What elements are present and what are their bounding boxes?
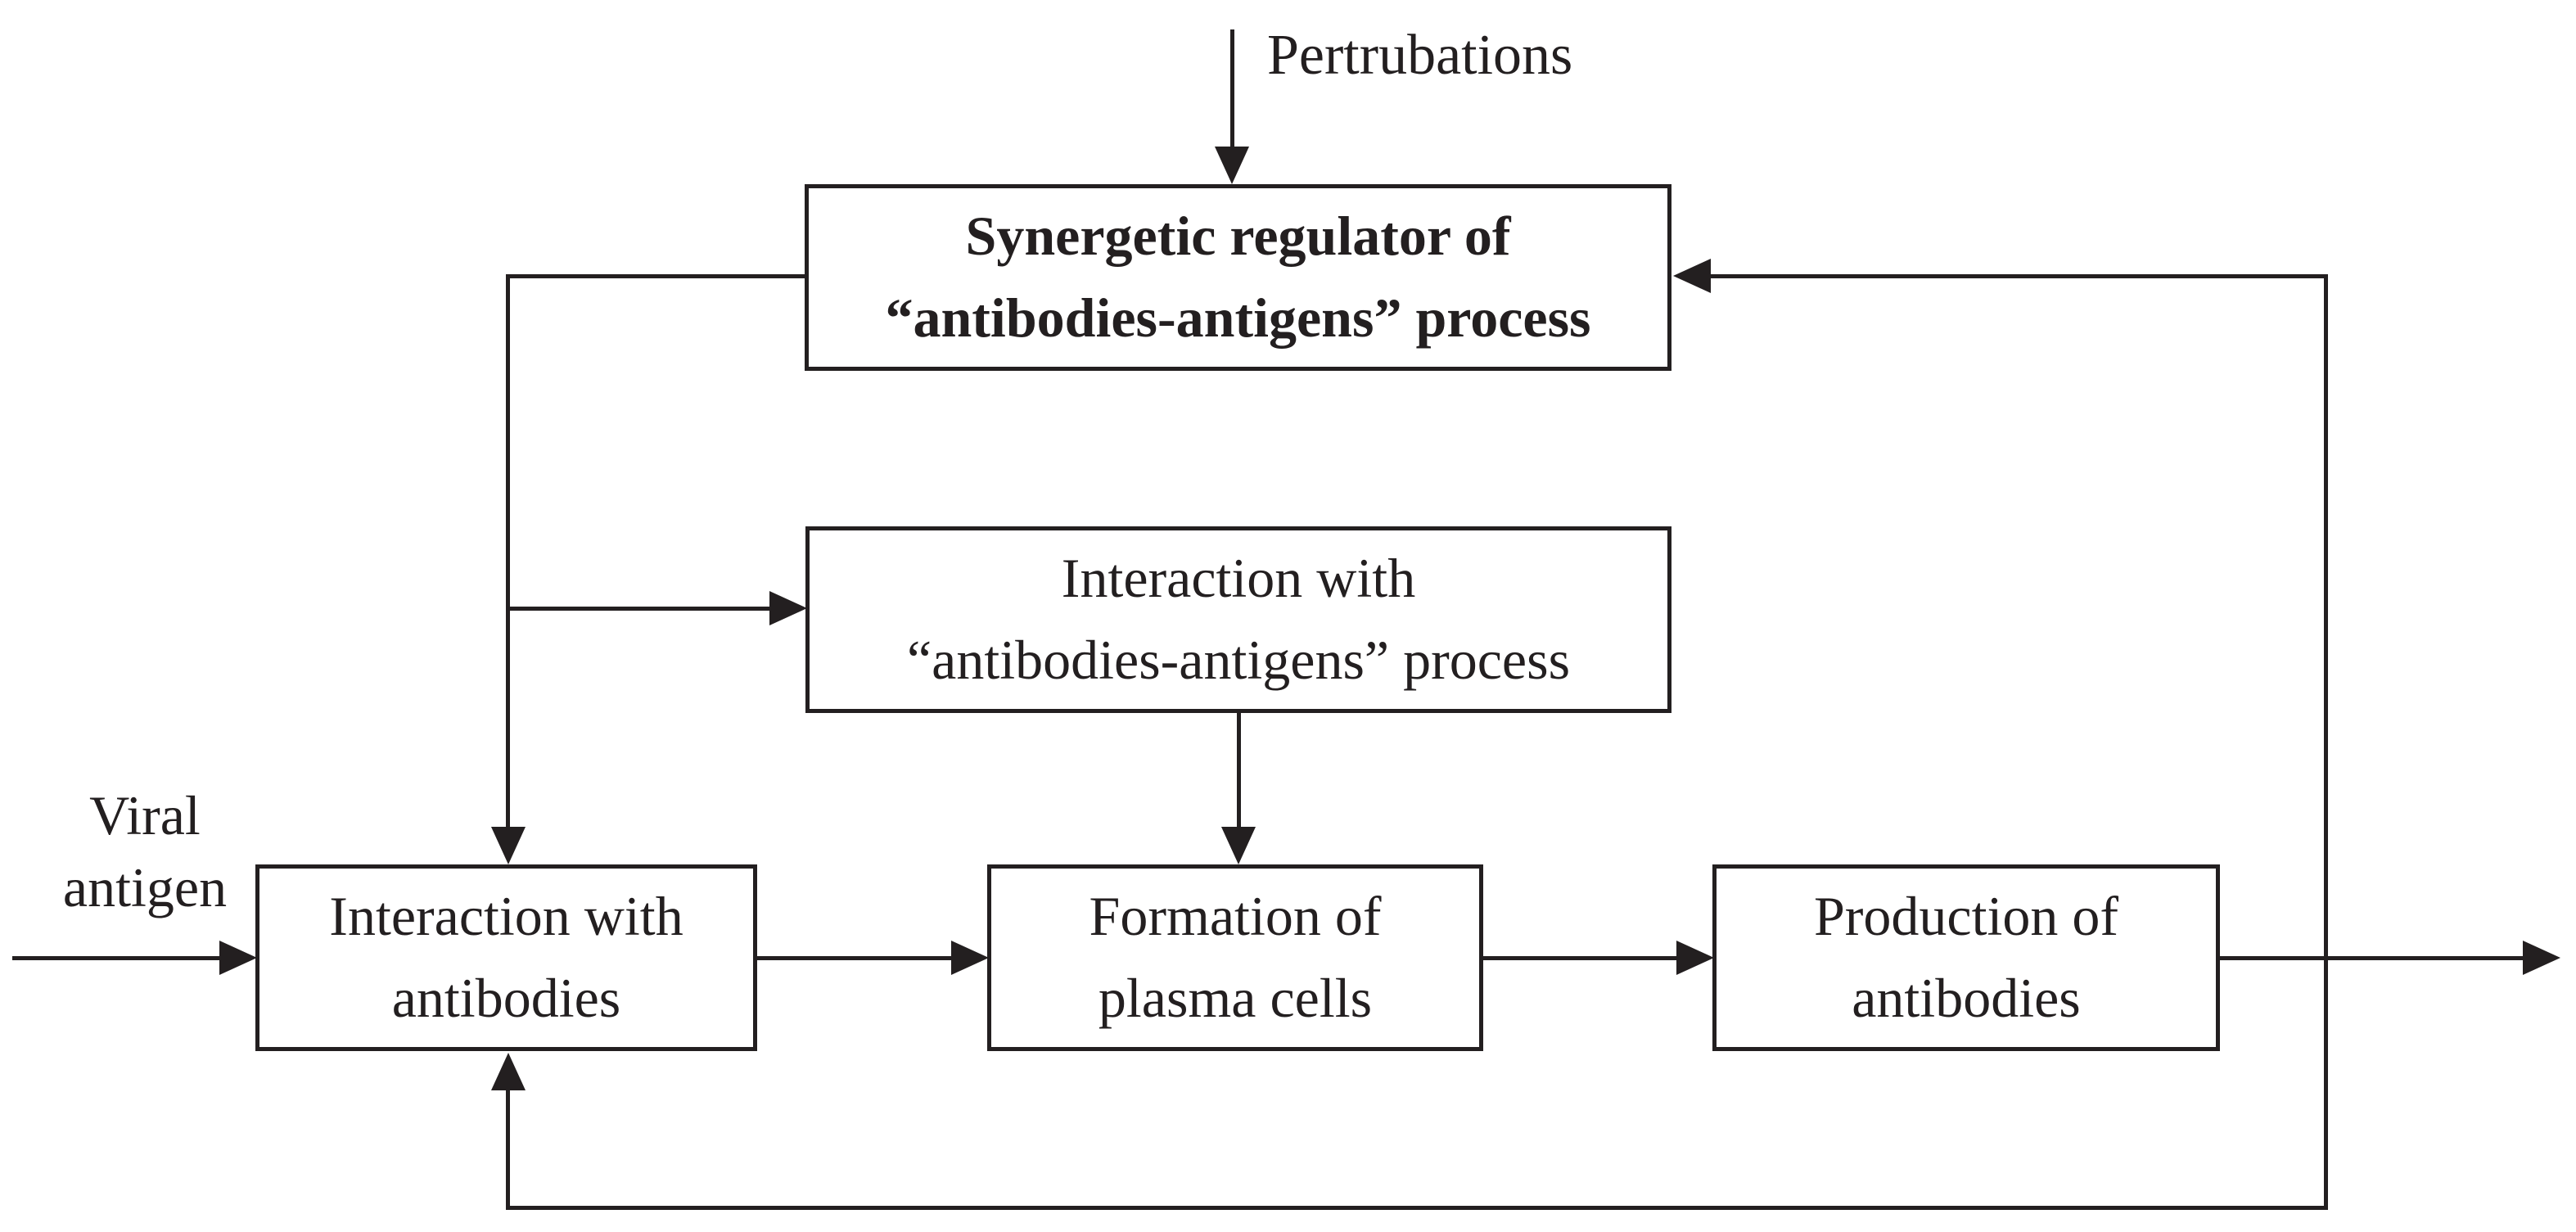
perturbations-label: Pertrubations	[1267, 24, 1573, 87]
node-plasma-line1: Formation of	[1089, 885, 1382, 948]
feedback-top-line	[1711, 274, 2328, 278]
antibodies-to-plasma-line	[757, 956, 952, 960]
node-production-line1: Production of	[1813, 885, 2119, 948]
viral-antigen-label-line2: antigen	[62, 856, 228, 919]
node-synergetic-regulator: Synergetic regulator of “antibodies-anti…	[805, 184, 1671, 371]
node-production-of-antibodies: Production of antibodies	[1712, 864, 2220, 1051]
node-interaction-process-line1: Interaction with	[1061, 547, 1416, 610]
feedback-to-antibodies-arrowhead-icon	[491, 1053, 526, 1090]
viral-antigen-arrowhead-icon	[219, 941, 257, 975]
regulator-left-exit-line	[506, 274, 807, 278]
regulator-branch-line	[506, 607, 770, 611]
node-interaction-antibodies-line1: Interaction with	[329, 885, 683, 948]
node-interaction-with-antibodies: Interaction with antibodies	[255, 864, 757, 1051]
viral-antigen-label: Viral antigen	[22, 779, 268, 924]
feedback-bottom-up-line	[506, 1089, 510, 1210]
viral-antigen-label-line1: Viral	[89, 784, 201, 846]
node-interaction-antibodies-line2: antibodies	[391, 967, 621, 1029]
regulator-to-antibodies-arrowhead-icon	[491, 827, 526, 864]
antibodies-to-plasma-arrowhead-icon	[951, 941, 989, 975]
process-to-plasma-arrowhead-icon	[1221, 827, 1256, 864]
output-line	[2220, 956, 2524, 960]
perturbations-arrowhead-icon	[1215, 147, 1249, 184]
feedback-right-vertical-line	[2324, 274, 2328, 1210]
viral-antigen-input-line	[12, 956, 220, 960]
perturbations-arrow-line	[1230, 29, 1234, 148]
node-plasma-line2: plasma cells	[1098, 967, 1373, 1029]
plasma-to-production-line	[1483, 956, 1677, 960]
node-synergetic-regulator-line1: Synergetic regulator of	[965, 205, 1511, 268]
node-interaction-antibodies-antigens-process: Interaction with “antibodies-antigens” p…	[805, 526, 1671, 713]
regulator-to-process-arrowhead-icon	[769, 591, 807, 625]
process-to-plasma-line	[1237, 713, 1241, 828]
node-synergetic-regulator-line2: “antibodies-antigens” process	[885, 287, 1591, 349]
feedback-bottom-line	[506, 1206, 2328, 1210]
regulator-down-line	[506, 274, 510, 828]
node-interaction-process-line2: “antibodies-antigens” process	[906, 629, 1571, 691]
node-formation-of-plasma-cells: Formation of plasma cells	[987, 864, 1483, 1051]
output-arrowhead-icon	[2523, 941, 2560, 975]
feedback-to-regulator-arrowhead-icon	[1673, 259, 1711, 293]
plasma-to-production-arrowhead-icon	[1676, 941, 1714, 975]
node-production-line2: antibodies	[1852, 967, 2081, 1029]
